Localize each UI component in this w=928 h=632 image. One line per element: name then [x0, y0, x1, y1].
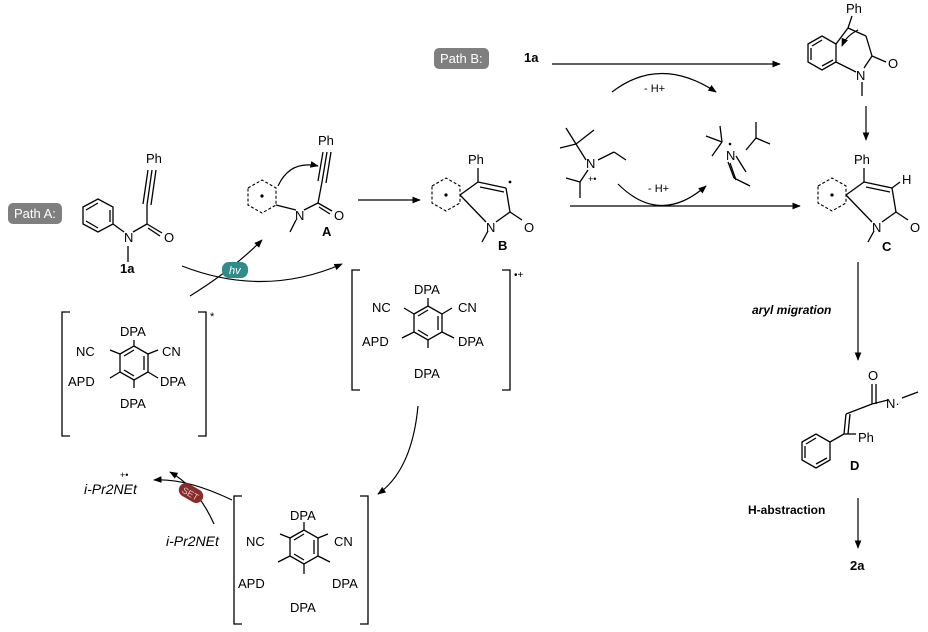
- radical-cation-catalyst-nc: NC: [372, 300, 391, 315]
- amine-label: i-Pr2NEt: [166, 533, 220, 549]
- excited-catalyst-dpa-bottom: DPA: [120, 396, 146, 411]
- intermediate-b-n: N: [486, 220, 495, 235]
- intermediate-b-o: O: [524, 220, 534, 235]
- intermediate-a-n: N: [295, 208, 304, 223]
- intermediate-d-structure: [801, 384, 919, 469]
- quinolinone-ph: Ph: [846, 1, 862, 16]
- amine-radical-cation-superscript: +•: [120, 470, 128, 480]
- substrate-1a-ph: Ph: [146, 151, 162, 166]
- intermediate-a-label: A: [322, 224, 332, 239]
- intermediate-d-label: D: [850, 458, 859, 473]
- intermediate-d-n: N·: [886, 396, 900, 411]
- deprotonation-top-label: - H+: [644, 83, 665, 95]
- radical-cation-catalyst-apd: APD: [362, 334, 389, 349]
- path-b-label: Path B:: [434, 48, 489, 69]
- substrate-1a-structure: [82, 169, 163, 262]
- ground-catalyst-structure: [233, 495, 369, 625]
- path-a-label: Path A:: [8, 203, 62, 224]
- amine-radical-cation-mark: +•: [588, 174, 596, 184]
- aryl-migration-label: aryl migration: [752, 303, 831, 317]
- quinolinone-o: O: [888, 56, 898, 71]
- excited-catalyst-dpa-top: DPA: [120, 324, 146, 339]
- deprotonation-label: - H+: [648, 183, 669, 195]
- intermediate-b-ph: Ph: [468, 152, 484, 167]
- ground-catalyst-dpa-top: DPA: [290, 508, 316, 523]
- intermediate-d-o: O: [868, 368, 878, 383]
- arrow-amine-oxidation: [153, 476, 233, 501]
- ground-catalyst-dpa-bottom: DPA: [290, 600, 316, 615]
- ground-catalyst-dpa-right: DPA: [332, 576, 358, 591]
- intermediate-c-ph: Ph: [854, 152, 870, 167]
- substrate-1a-n: N: [124, 230, 133, 245]
- excited-catalyst-cn: CN: [162, 344, 181, 359]
- hv-label: hv: [229, 265, 242, 277]
- excited-mark: *: [210, 311, 215, 323]
- excited-catalyst-structure: [61, 311, 207, 437]
- substrate-1a-label: 1a: [120, 261, 135, 276]
- intermediate-a-structure: [247, 151, 333, 233]
- radical-cation-catalyst-dpa-right: DPA: [458, 334, 484, 349]
- excited-catalyst-dpa-right: DPA: [160, 374, 186, 389]
- quinolinone-structure: [807, 15, 887, 96]
- ground-catalyst-apd: APD: [238, 576, 265, 591]
- iminium-n: N: [726, 148, 735, 163]
- product-2a-label: 2a: [850, 558, 865, 573]
- intermediate-c-h: H: [902, 172, 911, 187]
- arrow-light-excitation: [181, 263, 343, 283]
- deprotonation-curve: [617, 183, 707, 207]
- path-b-substrate: 1a: [524, 50, 539, 65]
- amine-radical-cation-label: i-Pr2NEt: [84, 481, 138, 497]
- substrate-1a-o: O: [164, 230, 174, 245]
- excited-catalyst-apd: APD: [68, 374, 95, 389]
- catalyst-radical-cation-structure: [351, 269, 511, 391]
- intermediate-b-structure: [431, 168, 523, 243]
- excited-catalyst-nc: NC: [76, 344, 95, 359]
- intermediate-c-label: C: [882, 239, 892, 254]
- hv-badge: [222, 262, 248, 278]
- intermediate-d-ph: Ph: [858, 430, 874, 445]
- ground-catalyst-cn: CN: [334, 534, 353, 549]
- set-badge: [178, 483, 204, 503]
- amine-n: N: [586, 156, 595, 171]
- arrow-reduction: [377, 405, 419, 495]
- deprotonation-curve-top: [611, 73, 717, 93]
- intermediate-c-o: O: [910, 220, 920, 235]
- intermediate-a-o: O: [334, 208, 344, 223]
- radical-cation-catalyst-dpa-bottom: DPA: [414, 366, 440, 381]
- intermediate-b-label: B: [498, 238, 507, 253]
- iminium-structure: [705, 122, 771, 187]
- ground-catalyst-nc: NC: [246, 534, 265, 549]
- intermediate-c-structure: [817, 168, 909, 243]
- intermediate-c-n: N: [872, 220, 881, 235]
- radical-cation-catalyst-cn: CN: [458, 300, 477, 315]
- intermediate-a-ph: Ph: [318, 133, 334, 148]
- radical-cation-catalyst-dpa-top: DPA: [414, 282, 440, 297]
- quinolinone-n: N: [856, 68, 865, 83]
- amine-radical-cation-structure: [559, 127, 627, 198]
- radical-cation-mark: •+: [514, 270, 524, 281]
- h-abstraction-label: H-abstraction: [748, 503, 825, 517]
